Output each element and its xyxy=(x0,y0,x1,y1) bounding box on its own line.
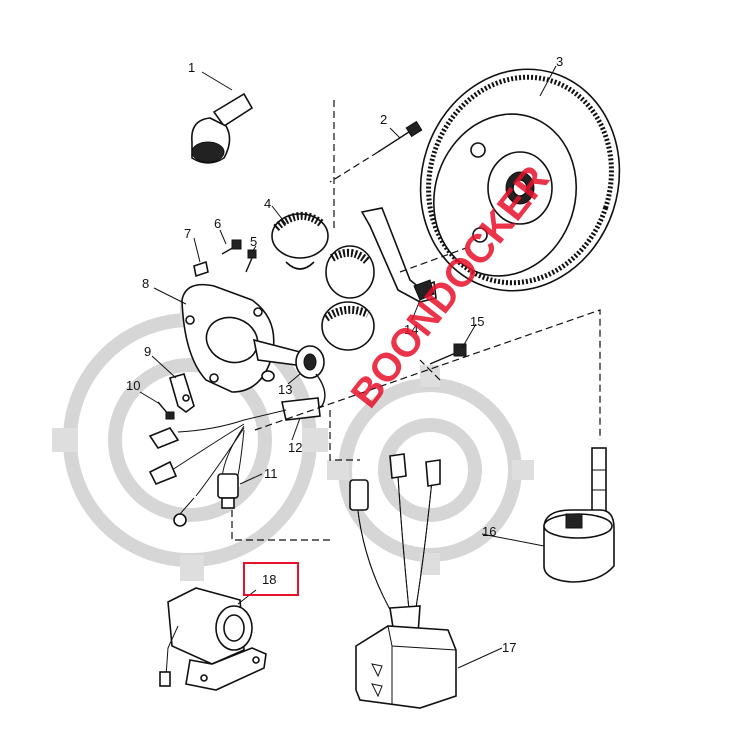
callout-12: 12 xyxy=(288,440,302,455)
callout-3: 3 xyxy=(556,54,563,69)
part-7-clamp xyxy=(193,260,209,278)
callout-7: 7 xyxy=(184,226,191,241)
callout-18: 18 xyxy=(262,572,276,587)
assembly-dash-lines xyxy=(254,309,601,461)
part-5-screw xyxy=(245,249,257,273)
part-14-pulser-coil xyxy=(360,207,467,303)
callout-labels: 1 2 3 4 5 6 7 8 9 10 11 12 13 14 15 16 1… xyxy=(126,54,563,655)
highlight-part-18: 18 xyxy=(243,562,299,596)
callout-10: 10 xyxy=(126,378,140,393)
callout-4: 4 xyxy=(264,196,271,211)
callout-17: 17 xyxy=(502,640,516,655)
part-11-connector xyxy=(217,473,330,541)
part-13-grommet xyxy=(295,345,326,413)
callout-leader-lines xyxy=(139,65,557,669)
part-8-stator-plate xyxy=(181,283,308,393)
part-6-screw xyxy=(221,239,242,255)
part-10-screw xyxy=(157,401,175,420)
part-2-bolt xyxy=(329,120,423,183)
callout-2: 2 xyxy=(380,112,387,127)
gear-teeth-watermark xyxy=(52,300,534,581)
callout-5: 5 xyxy=(250,234,257,249)
callout-14: 14 xyxy=(404,322,418,337)
part-9-wire-clip xyxy=(169,373,195,413)
callout-11: 11 xyxy=(264,466,278,481)
part-4-stator-coils xyxy=(271,212,375,351)
harness-terminals xyxy=(148,427,195,527)
callout-9: 9 xyxy=(144,344,151,359)
part-15-bolt xyxy=(429,343,467,365)
callout-15: 15 xyxy=(470,314,484,329)
callout-1: 1 xyxy=(188,60,195,75)
callout-8: 8 xyxy=(142,276,149,291)
part-3-flywheel xyxy=(419,68,621,292)
part-18-starter-solenoid xyxy=(159,587,267,691)
callout-16: 16 xyxy=(482,524,496,539)
callout-13: 13 xyxy=(278,382,292,397)
part-1-spark-plug-cap xyxy=(191,53,336,232)
part-16-ignition-coil xyxy=(543,447,615,583)
callout-6: 6 xyxy=(214,216,221,231)
part-17-cdi-box xyxy=(349,453,457,709)
